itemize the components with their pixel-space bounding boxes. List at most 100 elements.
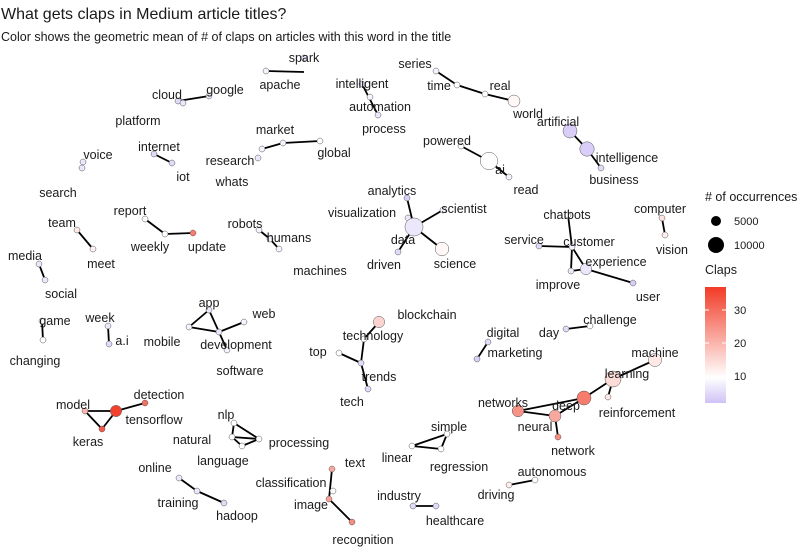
word-node-business bbox=[597, 164, 605, 172]
word-label: user bbox=[636, 290, 660, 304]
legend-color-title: Claps bbox=[705, 263, 737, 277]
network-edge bbox=[338, 352, 362, 364]
network-edge bbox=[456, 84, 486, 95]
network-edge bbox=[328, 498, 353, 523]
word-label: autonomous bbox=[518, 465, 587, 479]
word-node-game bbox=[38, 317, 46, 325]
word-label: social bbox=[45, 287, 77, 301]
word-label: networks bbox=[478, 396, 528, 410]
word-node-image bbox=[325, 495, 333, 503]
word-label: experience bbox=[585, 255, 646, 269]
word-node-artificial bbox=[562, 123, 578, 139]
word-node-app bbox=[205, 306, 213, 314]
word-label: apache bbox=[259, 78, 300, 92]
word-node-tensorflow bbox=[110, 405, 122, 417]
word-node-language bbox=[238, 442, 246, 450]
word-node-improve bbox=[567, 267, 575, 275]
word-node-scientist bbox=[439, 206, 447, 214]
word-label: robots bbox=[228, 217, 263, 231]
word-node-time bbox=[453, 81, 461, 89]
word-node-autonomous bbox=[531, 476, 539, 484]
word-label: hadoop bbox=[216, 509, 258, 523]
word-node-platform bbox=[179, 99, 187, 107]
word-label: machines bbox=[293, 264, 347, 278]
word-node-spark bbox=[300, 54, 308, 62]
network-edge bbox=[218, 321, 245, 333]
word-node-ai bbox=[480, 152, 498, 170]
word-node-technology bbox=[360, 335, 368, 343]
network-edge bbox=[261, 142, 284, 150]
word-node-chatbots bbox=[564, 211, 572, 219]
word-node-driving bbox=[505, 481, 513, 489]
word-node-market bbox=[279, 139, 287, 147]
word-node-learning bbox=[604, 370, 622, 388]
chart-title: What gets claps in Medium article titles… bbox=[1, 6, 287, 23]
word-label: keras bbox=[73, 435, 104, 449]
word-label: nlp bbox=[218, 408, 235, 422]
word-label: marketing bbox=[488, 346, 543, 360]
word-label: voice bbox=[83, 148, 112, 162]
network-edge bbox=[282, 140, 321, 144]
word-label: healthcare bbox=[426, 514, 484, 528]
word-node-experience bbox=[580, 263, 592, 275]
network-edge bbox=[538, 245, 573, 248]
word-node-update bbox=[189, 229, 197, 237]
word-label: vision bbox=[656, 243, 688, 257]
word-label: real bbox=[490, 79, 511, 93]
word-label: technology bbox=[343, 329, 404, 343]
legend-color-tick-10: 10 bbox=[734, 371, 746, 383]
word-node-nlp bbox=[230, 419, 238, 427]
word-label: top bbox=[309, 345, 326, 359]
word-node-linear bbox=[408, 442, 416, 450]
word-label: process bbox=[362, 122, 406, 136]
network-edge bbox=[188, 309, 210, 328]
word-label: business bbox=[589, 173, 638, 187]
word-label: industry bbox=[377, 489, 422, 503]
word-label: research bbox=[206, 154, 255, 168]
word-node-google bbox=[205, 92, 213, 100]
word-node-vision bbox=[661, 231, 669, 239]
word-label: spark bbox=[289, 51, 320, 65]
word-label: processing bbox=[269, 436, 329, 450]
network-edge bbox=[435, 70, 458, 86]
word-node-analytics bbox=[403, 194, 411, 202]
word-label: web bbox=[252, 307, 276, 321]
word-node-top bbox=[335, 349, 343, 357]
network-edge bbox=[476, 341, 489, 360]
word-node-automation bbox=[366, 93, 374, 101]
word-node-keras bbox=[98, 425, 106, 433]
word-label: report bbox=[114, 204, 147, 218]
word-node-web bbox=[240, 318, 248, 326]
word-label: challenge bbox=[583, 313, 637, 327]
word-label: week bbox=[84, 311, 115, 325]
network-edge bbox=[233, 422, 260, 440]
word-node-regression bbox=[437, 445, 445, 453]
word-label: computer bbox=[634, 202, 686, 216]
word-node-robots bbox=[255, 226, 263, 234]
word-label: intelligence bbox=[596, 151, 659, 165]
word-label: chatbots bbox=[543, 208, 590, 222]
word-node-team bbox=[73, 226, 81, 234]
network-edge bbox=[411, 433, 448, 447]
network-edge bbox=[585, 268, 634, 284]
word-label: day bbox=[539, 326, 560, 340]
word-label: internet bbox=[138, 140, 180, 154]
word-node-science bbox=[434, 241, 450, 257]
legend-size-title: # of occurrences bbox=[705, 190, 797, 204]
word-label: development bbox=[200, 338, 272, 352]
word-label: read bbox=[513, 183, 538, 197]
word-label: driven bbox=[367, 258, 401, 272]
word-node-development bbox=[215, 328, 223, 336]
legend: # of occurrences 5000 10000 Claps 30 20 … bbox=[705, 190, 797, 403]
word-node-intelligence bbox=[579, 141, 595, 157]
word-node-marketing bbox=[473, 355, 481, 363]
word-label: series bbox=[398, 57, 431, 71]
network-edge bbox=[208, 309, 220, 333]
word-node-online bbox=[175, 474, 183, 482]
word-label: google bbox=[206, 83, 244, 97]
word-node-deep bbox=[576, 390, 592, 406]
word-label: media bbox=[8, 249, 42, 263]
word-label: tech bbox=[340, 395, 364, 409]
word-label: cloud bbox=[152, 88, 182, 102]
